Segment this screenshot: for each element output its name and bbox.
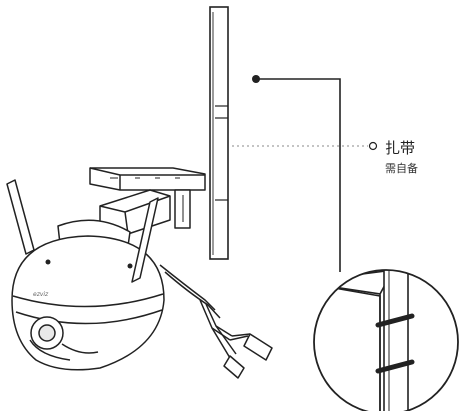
pole	[209, 6, 229, 260]
detail-magnifier	[313, 269, 459, 411]
camera	[6, 167, 273, 379]
detail-leader-line	[252, 75, 341, 272]
mount-bracket	[89, 167, 206, 229]
network-connector	[243, 333, 273, 361]
cable-tie-label: 扎带	[385, 139, 416, 157]
brand-logo-label: ezviz	[33, 291, 49, 298]
left-antenna	[6, 179, 35, 255]
power-connector	[223, 355, 245, 379]
self-provided-note: 需自备	[385, 162, 418, 175]
camera-lens	[29, 316, 99, 361]
camera-cables	[159, 264, 237, 359]
cable-tie-callout-line	[232, 141, 378, 151]
right-antenna	[131, 197, 159, 283]
